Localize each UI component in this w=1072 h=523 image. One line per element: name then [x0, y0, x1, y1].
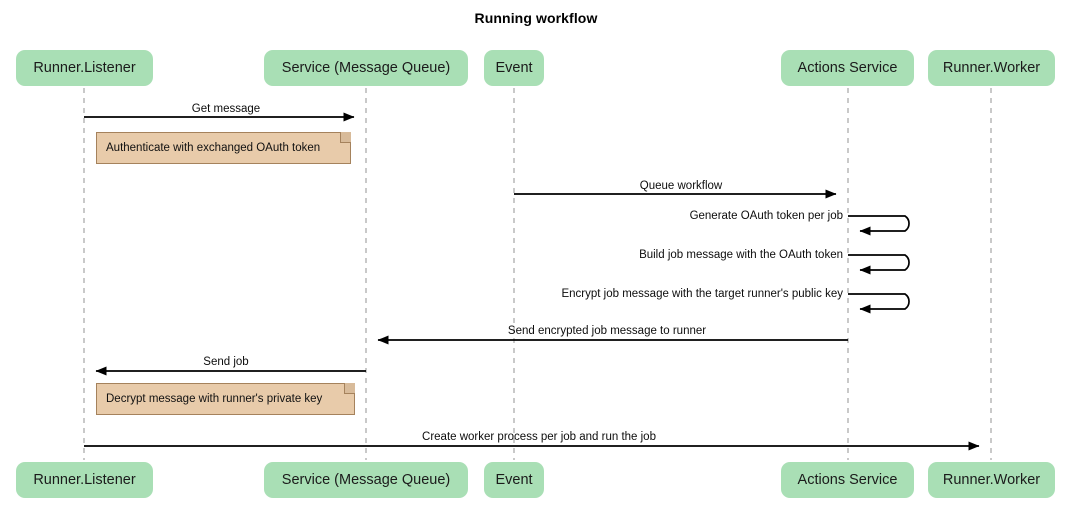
- participant-label: Runner.Worker: [942, 472, 1041, 488]
- arrow-build-job-message: [848, 254, 910, 275]
- participant-label: Event: [495, 60, 533, 76]
- participant-service-message-queue-bottom[interactable]: Service (Message Queue): [264, 462, 468, 498]
- message-label-create-worker-process: Create worker process per job and run th…: [422, 431, 656, 443]
- note-fold-corner-icon: [344, 383, 355, 394]
- participant-service-message-queue-top[interactable]: Service (Message Queue): [264, 50, 468, 86]
- message-label-send-encrypted-job-message: Send encrypted job message to runner: [507, 325, 707, 337]
- message-label-encrypt-job-message: Encrypt job message with the target runn…: [561, 288, 843, 300]
- participant-label: Actions Service: [797, 472, 898, 488]
- note-text: Authenticate with exchanged OAuth token: [106, 142, 321, 154]
- message-label-send-job: Send job: [203, 356, 249, 368]
- note-text: Decrypt message with runner's private ke…: [106, 393, 323, 405]
- page-title: Running workflow: [474, 10, 598, 26]
- participant-runner-listener-bottom[interactable]: Runner.Listener: [16, 462, 153, 498]
- participant-label: Service (Message Queue): [281, 472, 451, 488]
- arrow-generate-oauth-token-per-job: [848, 215, 910, 236]
- message-label-generate-oauth-token-per-job: Generate OAuth token per job: [689, 210, 843, 222]
- note-authenticate: Authenticate with exchanged OAuth token: [96, 132, 351, 164]
- participant-label: Event: [495, 472, 533, 488]
- participant-runner-worker-top[interactable]: Runner.Worker: [928, 50, 1055, 86]
- participant-event-top[interactable]: Event: [484, 50, 544, 86]
- participant-label: Runner.Listener: [33, 60, 136, 76]
- message-label-get-message: Get message: [191, 103, 261, 115]
- note-decrypt: Decrypt message with runner's private ke…: [96, 383, 355, 415]
- participant-actions-service-bottom[interactable]: Actions Service: [781, 462, 914, 498]
- participant-label: Service (Message Queue): [281, 60, 451, 76]
- message-label-queue-workflow: Queue workflow: [639, 180, 723, 192]
- participant-label: Runner.Listener: [33, 472, 136, 488]
- arrow-encrypt-job-message: [848, 293, 910, 314]
- participant-event-bottom[interactable]: Event: [484, 462, 544, 498]
- participant-label: Runner.Worker: [942, 60, 1041, 76]
- note-fold-corner-icon: [340, 132, 351, 143]
- participant-actions-service-top[interactable]: Actions Service: [781, 50, 914, 86]
- participant-runner-worker-bottom[interactable]: Runner.Worker: [928, 462, 1055, 498]
- message-label-build-job-message: Build job message with the OAuth token: [639, 249, 843, 261]
- participant-runner-listener-top[interactable]: Runner.Listener: [16, 50, 153, 86]
- participant-label: Actions Service: [797, 60, 898, 76]
